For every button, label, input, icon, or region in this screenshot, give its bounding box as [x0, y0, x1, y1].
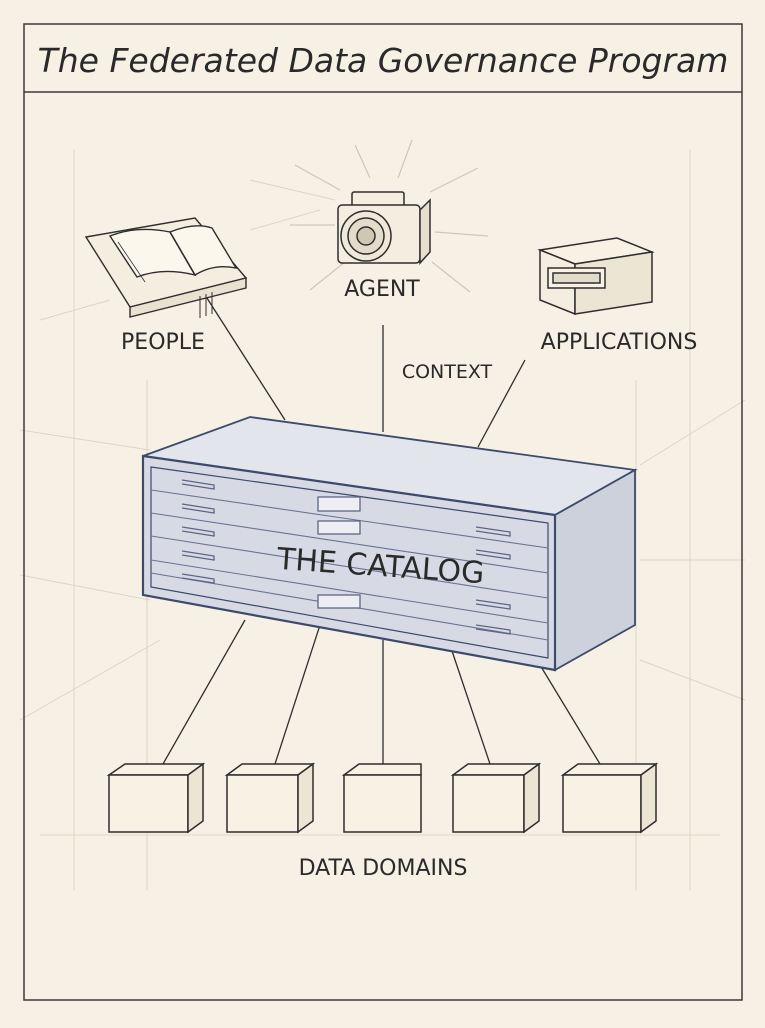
- diagram-title: The Federated Data Governance Program: [38, 41, 729, 80]
- domain-box-icon-5: [560, 762, 659, 834]
- connector-catalog-domain-4: [449, 644, 491, 765]
- domain-box-icon-4: [450, 762, 542, 834]
- connector-catalog-domain-5: [539, 664, 601, 765]
- connectors: [162, 294, 601, 765]
- connector-people-catalog: [204, 294, 286, 421]
- data-domains: [106, 762, 659, 834]
- connector-applications-catalog: [477, 359, 526, 448]
- device-box-icon: [537, 237, 655, 316]
- open-book-lectern-icon: [84, 217, 248, 318]
- camera-icon: [337, 191, 431, 265]
- connector-catalog-domain-1: [162, 619, 246, 765]
- outer-frame: [23, 23, 743, 1001]
- people-label: PEOPLE: [121, 330, 205, 355]
- connector-catalog-domain-2: [274, 624, 321, 765]
- domain-box-icon-3: [341, 763, 422, 833]
- agent-label: AGENT: [344, 277, 420, 302]
- applications-label: APPLICATIONS: [541, 330, 698, 355]
- context-label: CONTEXT: [402, 361, 493, 383]
- data-domains-label: DATA DOMAINS: [299, 856, 468, 881]
- domain-box-icon-2: [224, 762, 316, 834]
- flat-file-cabinet-icon: [141, 416, 638, 672]
- domain-box-icon-1: [106, 762, 206, 834]
- agent-rays: [290, 139, 489, 293]
